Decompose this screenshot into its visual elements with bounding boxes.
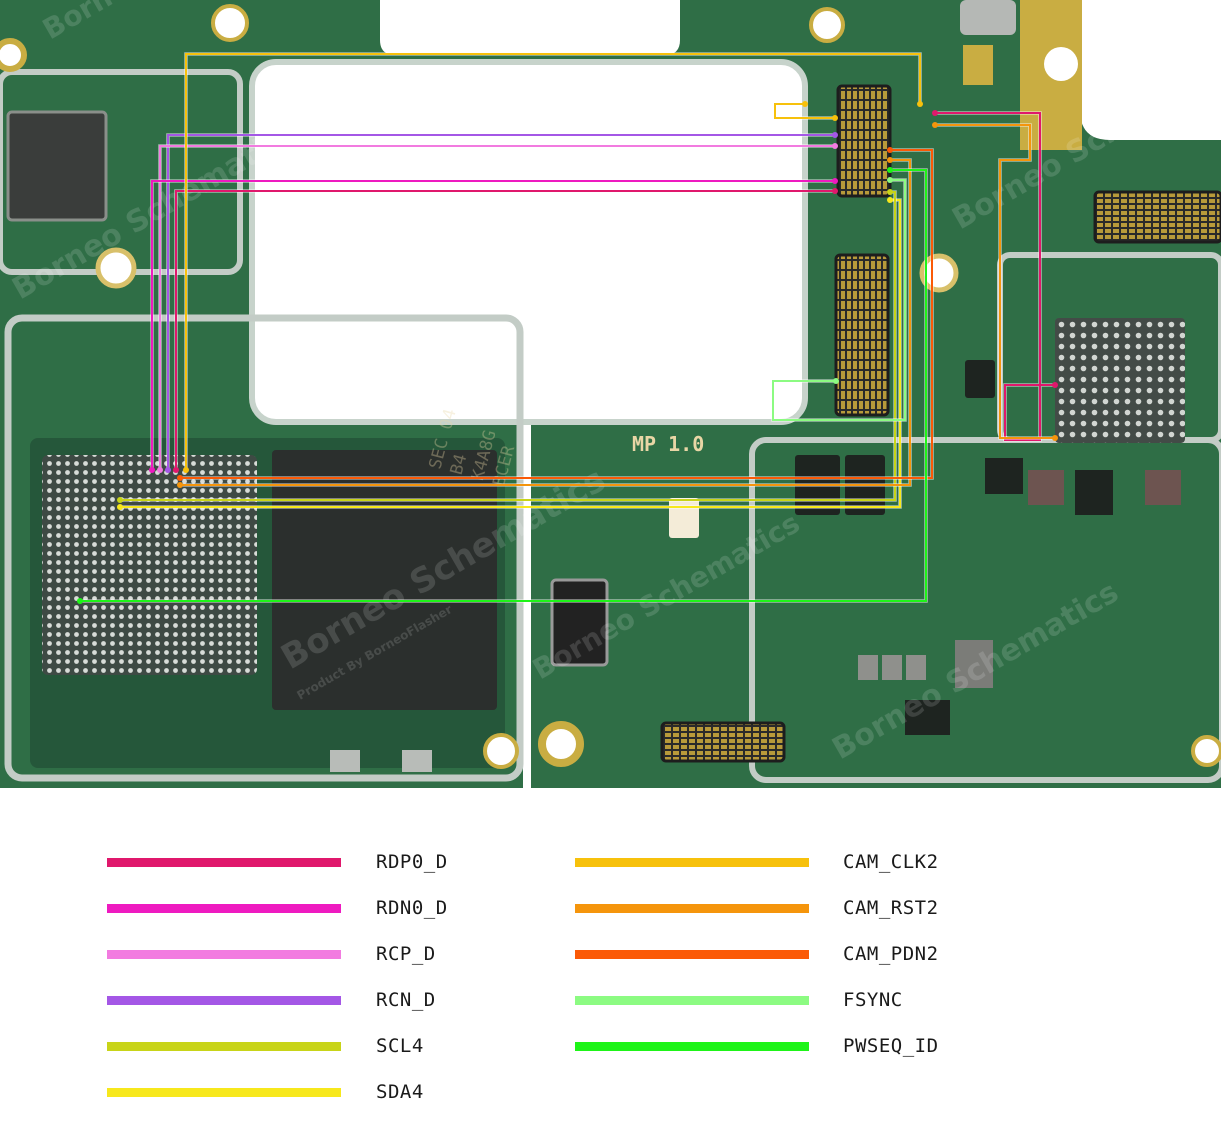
legend-label-sda4: SDA4 — [376, 1081, 424, 1103]
trace-cam_clk2 — [185, 53, 921, 470]
trace-endpoint-rdn0_d — [832, 178, 838, 184]
trace-endpoint-sda4 — [117, 504, 123, 510]
memory-chip — [272, 450, 497, 710]
trace-fsync — [772, 179, 906, 421]
trace-endpoint-rdp0_d — [173, 467, 179, 473]
legend-label-cam_clk2: CAM_CLK2 — [843, 851, 939, 873]
signal-traces — [77, 52, 1058, 604]
trace-endpoint-cam_rst2 — [932, 122, 938, 128]
legend-swatch-rcn_d — [107, 996, 341, 1005]
trace-cam_rst2 — [935, 124, 1055, 439]
trace-cam_pdn2 — [180, 149, 933, 479]
trace-endpoint-cam_pdn2 — [887, 147, 893, 153]
legend-label-fsync: FSYNC — [843, 989, 903, 1011]
legend-swatch-cam_pdn2 — [575, 950, 809, 959]
trace-endpoint-cam_clk2 — [802, 101, 808, 107]
trace-rdp0_d — [175, 190, 835, 470]
trace-endpoint-pwseq_id — [887, 167, 893, 173]
trace-endpoint-rcp_d — [832, 143, 838, 149]
legend-swatch-fsync — [575, 996, 809, 1005]
trace-endpoint-fsync — [887, 177, 893, 183]
legend-swatch-cam_clk2 — [575, 858, 809, 867]
legend-swatch-sda4 — [107, 1088, 341, 1097]
trace-endpoint-cam_clk2 — [183, 467, 189, 473]
legend-swatch-scl4 — [107, 1042, 341, 1051]
board-cutout-top-left — [380, 0, 680, 55]
trace-endpoint-cam_clk2 — [917, 101, 923, 107]
trace-rdn0_d — [151, 180, 835, 470]
legend-swatch-rdn0_d — [107, 904, 341, 913]
trace-endpoint-rcn_d — [832, 132, 838, 138]
trace-rcn_d — [167, 134, 835, 470]
legend-label-cam_pdn2: CAM_PDN2 — [843, 943, 939, 965]
legend-swatch-pwseq_id — [575, 1042, 809, 1051]
trace-pwseq_id — [80, 169, 927, 602]
legend-label-rcp_d: RCP_D — [376, 943, 436, 965]
trace-endpoint-scl4 — [887, 189, 893, 195]
legend-label-rcn_d: RCN_D — [376, 989, 436, 1011]
qfn-chip-top-left — [6, 110, 108, 222]
mounting-holes — [0, 4, 1221, 769]
connector-right — [1093, 190, 1221, 244]
legend-swatch-rdp0_d — [107, 858, 341, 867]
trace-endpoint-rcp_d — [157, 467, 163, 473]
legend-label-cam_rst2: CAM_RST2 — [843, 897, 939, 919]
trace-cam_rst2 — [180, 159, 911, 486]
trace-endpoint-cam_rst2 — [177, 482, 183, 488]
trace-endpoint-pwseq_id — [77, 598, 83, 604]
trace-endpoint-rdp0_d — [1052, 382, 1058, 388]
shield-left — [4, 314, 524, 782]
trace-endpoint-rdn0_d — [149, 467, 155, 473]
trace-endpoint-fsync — [833, 378, 839, 384]
trace-endpoint-scl4 — [117, 497, 123, 503]
legend-label-rdn0_d: RDN0_D — [376, 897, 448, 919]
trace-endpoint-cam_rst2 — [1052, 435, 1058, 441]
legend-label-pwseq_id: PWSEQ_ID — [843, 1035, 939, 1057]
trace-rdp0_d — [935, 112, 1055, 441]
bga-chip-right — [1055, 318, 1185, 443]
connector-bottom — [660, 721, 786, 763]
trace-cam_clk2 — [774, 103, 835, 119]
legend-label-scl4: SCL4 — [376, 1035, 424, 1057]
board-split-gap — [523, 425, 531, 795]
soc-bga-left — [42, 455, 257, 675]
camera-connector-top — [836, 84, 892, 198]
board-bottom-edge — [0, 788, 1221, 800]
silkscreen-version: MP 1.0 — [632, 432, 704, 456]
trace-endpoint-sda4 — [887, 197, 893, 203]
legend-swatch-rcp_d — [107, 950, 341, 959]
legend-swatch-cam_rst2 — [575, 904, 809, 913]
trace-endpoint-rdp0_d — [832, 188, 838, 194]
trace-endpoint-cam_pdn2 — [177, 475, 183, 481]
trace-rcp_d — [159, 145, 835, 470]
trace-endpoint-rcn_d — [165, 467, 171, 473]
trace-endpoint-rdp0_d — [932, 110, 938, 116]
board-cutout-center — [249, 59, 808, 425]
pcb-board-photo: SEC 04 B4 K4A8G BCER — [0, 0, 1221, 800]
pcb-board-drawing: SEC 04 B4 K4A8G BCER — [0, 0, 1221, 800]
trace-endpoint-cam_clk2 — [832, 115, 838, 121]
camera-connector-bottom — [834, 253, 890, 417]
trace-endpoint-cam_rst2 — [887, 157, 893, 163]
legend-label-rdp0_d: RDP0_D — [376, 851, 448, 873]
shield-right — [749, 437, 1221, 783]
board-cutout-right — [1078, 0, 1221, 140]
